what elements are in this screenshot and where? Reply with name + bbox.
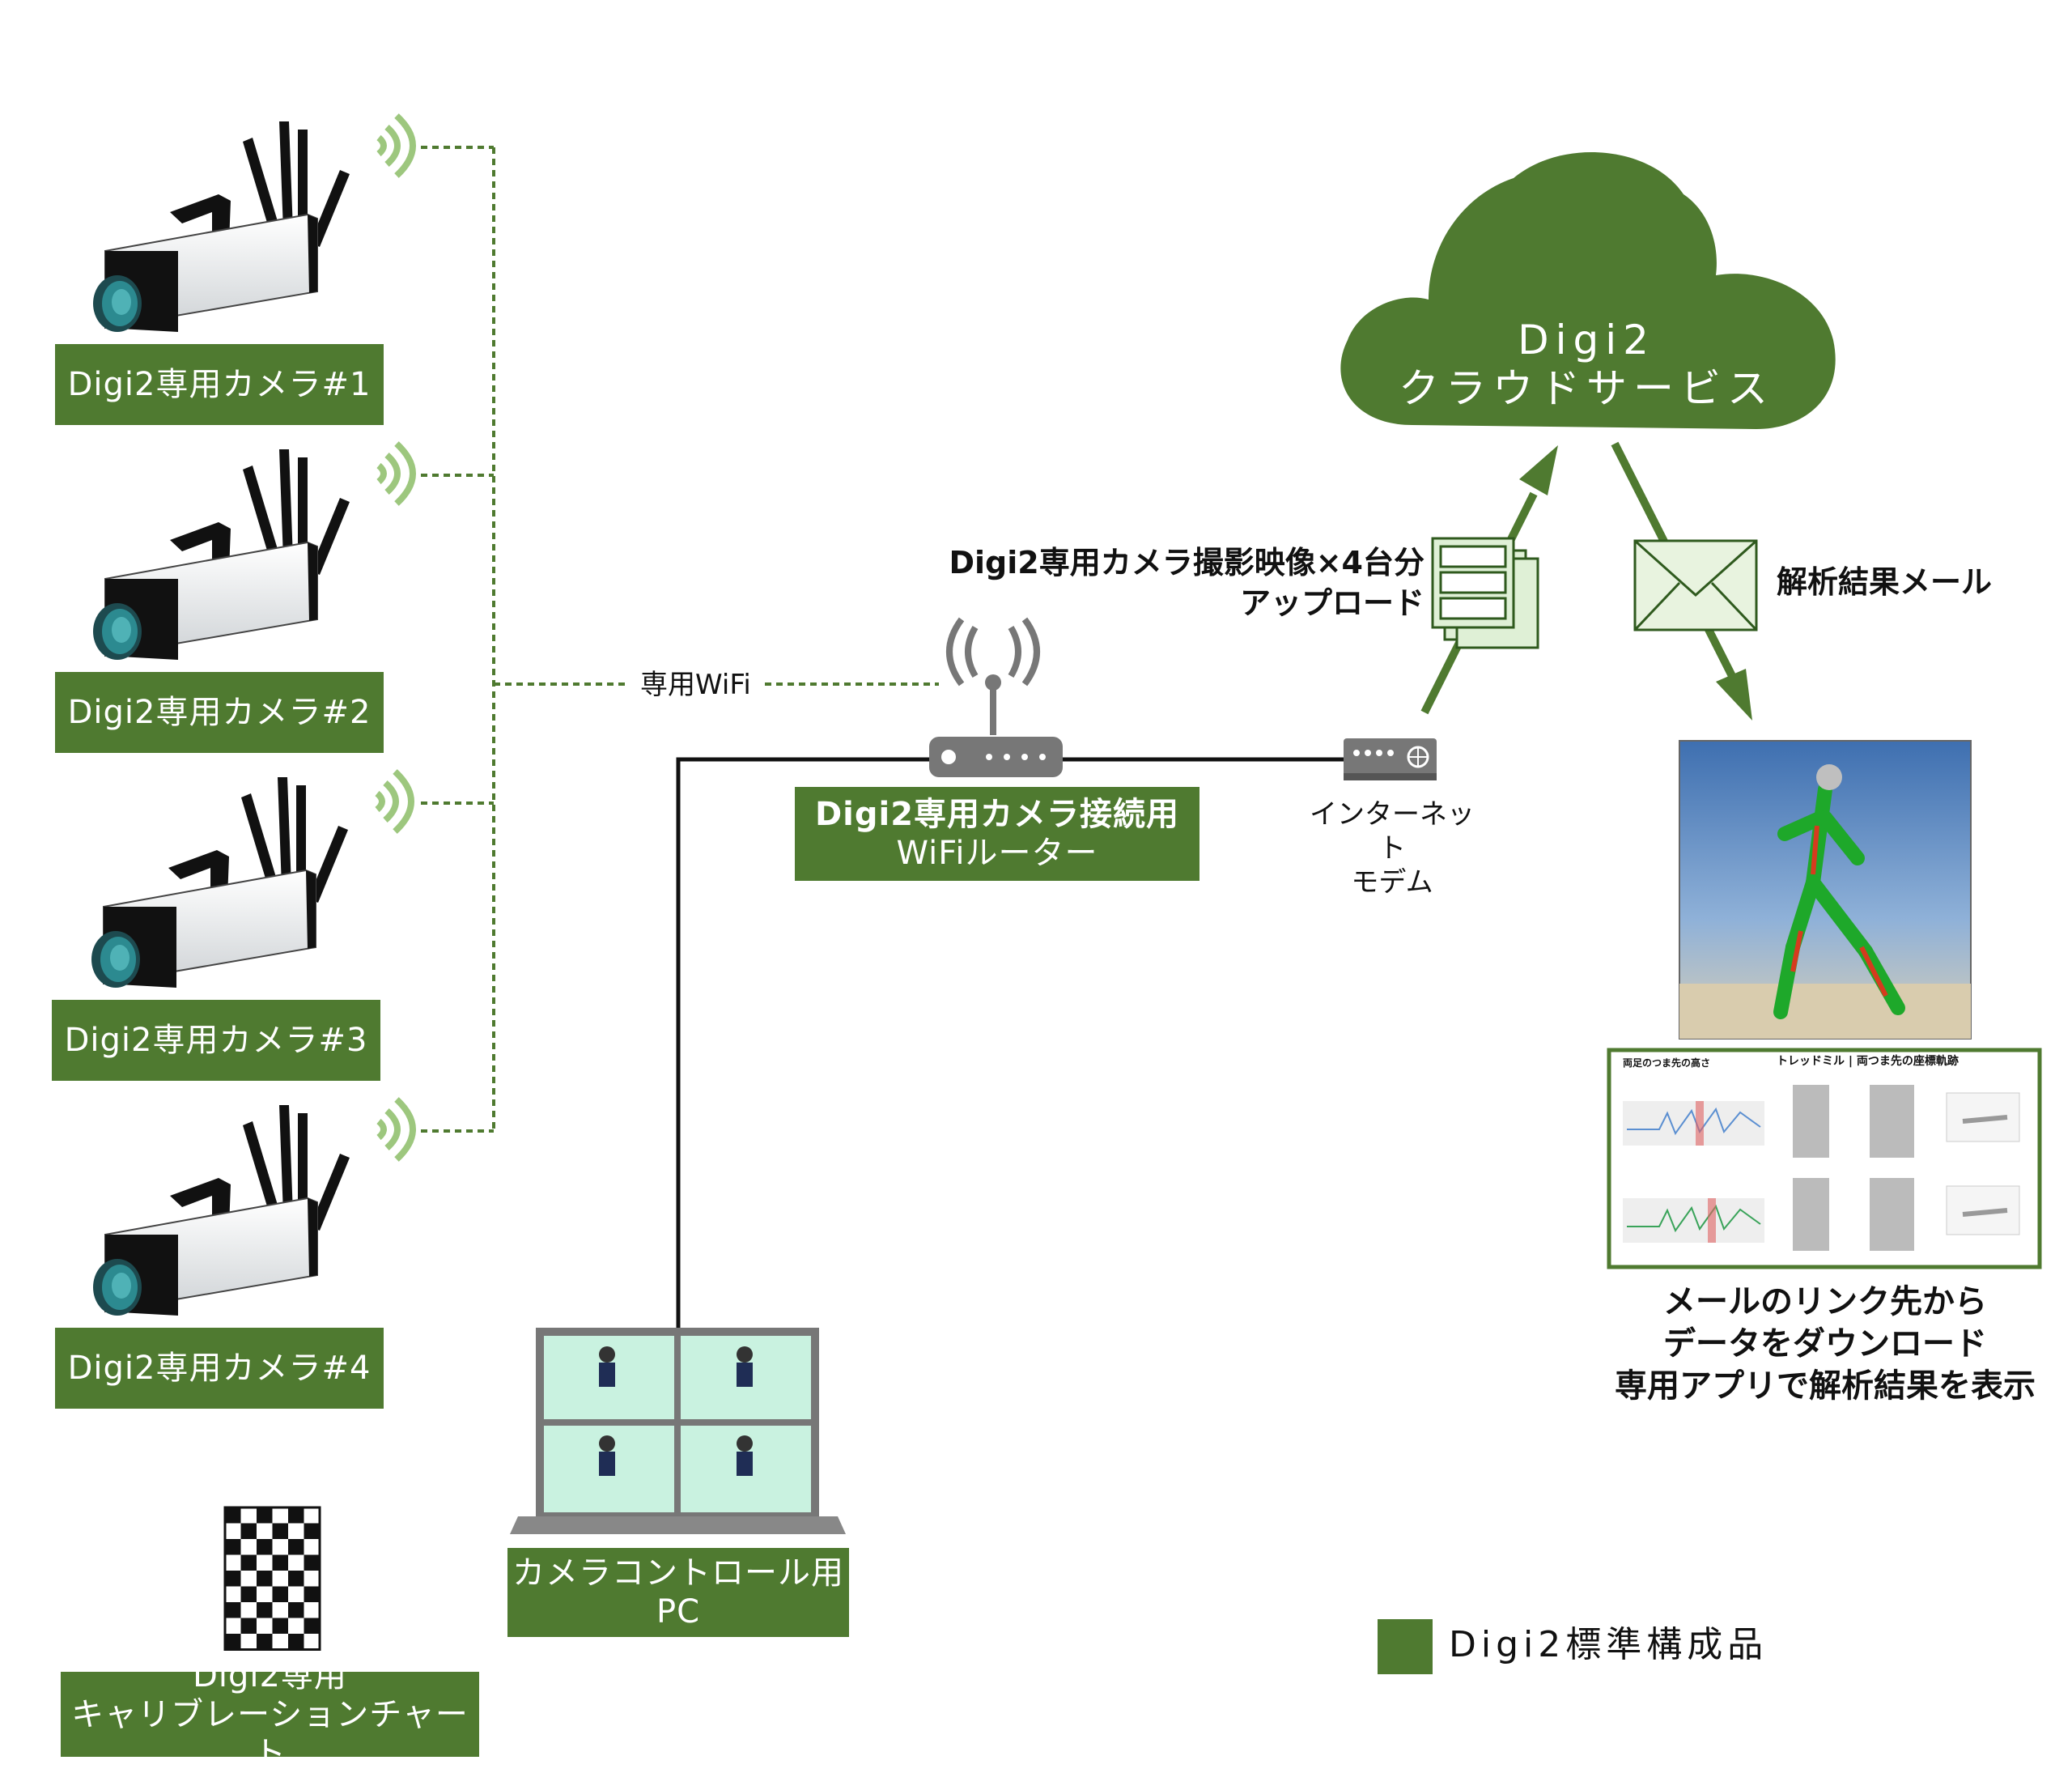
legend-swatch <box>1378 1619 1433 1674</box>
laptop-icon <box>510 1328 846 1534</box>
cloud-label-line2: クラウドサービス <box>1399 365 1774 412</box>
checker-square <box>288 1602 304 1618</box>
checker-square <box>288 1507 304 1524</box>
modem-label-line1: インターネット <box>1310 798 1475 865</box>
wired-links <box>676 757 1344 1332</box>
camera-2-label-text: Digi2専用カメラ#2 <box>67 694 372 731</box>
checker-square <box>225 1602 241 1618</box>
legend-label: Digi2標準構成品 <box>1449 1624 1768 1665</box>
checker-square <box>288 1539 304 1555</box>
camera-1-icon <box>93 116 413 332</box>
checker-square <box>272 1523 288 1539</box>
pc-label-line1: カメラコントロール用 <box>512 1554 844 1592</box>
camera-3-icon <box>91 772 411 988</box>
camera-4-icon <box>93 1099 413 1316</box>
checker-square <box>272 1554 288 1571</box>
cloud-label: Digi2 クラウドサービス <box>1368 316 1805 413</box>
result-3d-render <box>1679 740 1972 1040</box>
result-report-panel <box>1607 1048 2042 1269</box>
cloud-label-line1: Digi2 <box>1518 317 1655 364</box>
checker-square <box>304 1586 320 1602</box>
pc-label-line2: PC <box>656 1593 701 1631</box>
calibration-label: Digi2専用 キャリブレーションチャート <box>61 1657 479 1772</box>
router-label-line2: WiFiルーター <box>896 835 1098 872</box>
camera-3-label-text: Digi2専用カメラ#3 <box>64 1022 368 1059</box>
checker-square <box>225 1634 241 1650</box>
checker-square <box>257 1571 273 1587</box>
router-label: Digi2専用カメラ接続用 WiFiルーター <box>795 787 1199 881</box>
upload-label: Digi2専用カメラ撮影映像×4台分 アップロード <box>878 542 1424 623</box>
router-icon <box>929 617 1063 777</box>
result-caption: メールのリンク先から データをダウンロード 専用アプリで解析結果を表示 <box>1578 1281 2072 1407</box>
camera-3-label: Digi2専用カメラ#3 <box>52 1000 380 1081</box>
camera-2-label: Digi2専用カメラ#2 <box>55 672 384 753</box>
upload-label-line2: アップロード <box>1239 585 1424 621</box>
checker-square <box>288 1571 304 1587</box>
wifi-dotted-links <box>421 146 939 1133</box>
checker-square <box>240 1586 257 1602</box>
checker-square <box>240 1554 257 1571</box>
envelope-icon <box>1633 539 1758 631</box>
result-caption-line1: メールのリンク先から <box>1663 1283 1987 1320</box>
modem-label: インターネット モデム <box>1299 797 1485 899</box>
checker-square <box>304 1618 320 1634</box>
checker-square <box>272 1586 288 1602</box>
checker-square <box>225 1539 241 1555</box>
checker-square <box>257 1602 273 1618</box>
calibration-label-line1: Digi2専用 <box>193 1656 347 1694</box>
checker-square <box>272 1618 288 1634</box>
upload-label-line1: Digi2専用カメラ撮影映像×4台分 <box>949 545 1424 580</box>
modem-label-line2: モデム <box>1351 866 1433 899</box>
checker-square <box>225 1571 241 1587</box>
wifi-link-label: 専用WiFi <box>635 665 756 704</box>
checker-square <box>257 1539 273 1555</box>
camera-4-label: Digi2専用カメラ#4 <box>55 1328 384 1409</box>
camera-2-icon <box>93 444 413 660</box>
checker-square <box>288 1634 304 1650</box>
pc-label: カメラコントロール用 PC <box>507 1548 849 1637</box>
camera-1-label-text: Digi2専用カメラ#1 <box>67 366 372 403</box>
checker-square <box>225 1507 241 1524</box>
camera-4-label-text: Digi2専用カメラ#4 <box>67 1350 372 1387</box>
checker-square <box>257 1634 273 1650</box>
checker-square <box>240 1618 257 1634</box>
checker-square <box>240 1523 257 1539</box>
router-label-line1: Digi2専用カメラ接続用 <box>814 796 1180 833</box>
checker-square <box>304 1523 320 1539</box>
checker-square <box>304 1554 320 1571</box>
calibration-label-line2: キャリブレーションチャート <box>71 1695 469 1772</box>
report-title-left: 両足のつま先の高さ <box>1623 1057 1711 1069</box>
mail-label: 解析結果メール <box>1777 564 1993 600</box>
film-stack-icon <box>1431 537 1539 649</box>
cloud-icon <box>1340 151 1836 430</box>
result-caption-line2: データをダウンロード <box>1663 1325 1987 1363</box>
checkerboard-icon <box>223 1506 321 1651</box>
camera-1-label: Digi2専用カメラ#1 <box>55 344 384 425</box>
checker-square <box>257 1507 273 1524</box>
modem-icon <box>1344 738 1437 780</box>
report-title-right: トレッドミル | 両つま先の座標軌跡 <box>1777 1055 1959 1068</box>
result-caption-line3: 専用アプリで解析結果を表示 <box>1615 1367 2036 1405</box>
